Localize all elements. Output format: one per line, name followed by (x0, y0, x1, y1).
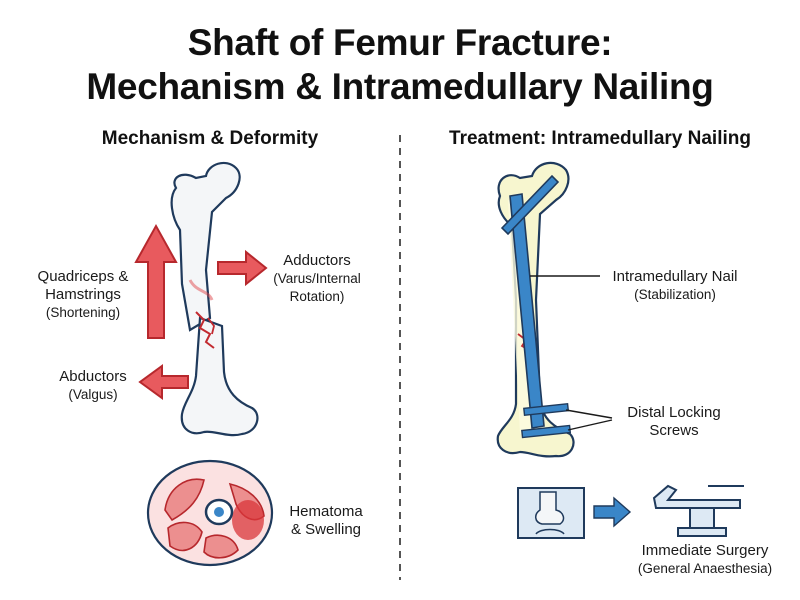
screw-leader-line-2 (567, 419, 613, 431)
title-line-2: Mechanism & Intramedullary Nailing (86, 66, 714, 107)
right-heading: Treatment: Intramedullary Nailing (449, 128, 751, 149)
thigh-cross-section (146, 459, 274, 567)
quadriceps-label: Quadriceps & Hamstrings (Shortening) (37, 268, 129, 320)
to-surgery-arrow (593, 496, 632, 528)
intramedullary-nail (509, 193, 545, 429)
fracture-blush (188, 279, 214, 301)
right-femur-illustration (496, 161, 575, 458)
proximal-screw (500, 174, 560, 236)
distal-screw-1 (523, 402, 570, 417)
surgery-label: Immediate Surgery (General Anaesthesia) (637, 542, 773, 576)
left-femur-illustration (170, 161, 259, 437)
title-line-1: Shaft of Femur Fracture: (187, 22, 613, 63)
hematoma-label: Hematoma & Swelling (289, 503, 363, 538)
femur-lower-fragment (180, 316, 259, 437)
femur-upper-fragment (170, 161, 241, 332)
screws-label: Distal Locking Screws (627, 404, 721, 439)
operating-table-icon (652, 484, 744, 537)
nail-label: Intramedullary Nail (Stabilization) (612, 268, 738, 302)
fracture-line-lower (195, 311, 215, 349)
fracture-line-upper (207, 317, 215, 335)
adductors-label: Adductors (Varus/Internal Rotation) (273, 252, 361, 304)
abductors-arrow (138, 364, 189, 400)
quadriceps-arrow (134, 223, 178, 339)
knee-xray-icon (517, 487, 585, 539)
adductors-arrow (217, 249, 268, 287)
left-heading: Mechanism & Deformity (101, 128, 319, 149)
screw-leader-line-1 (565, 409, 613, 419)
abductors-label: Abductors (Valgus) (59, 368, 127, 402)
